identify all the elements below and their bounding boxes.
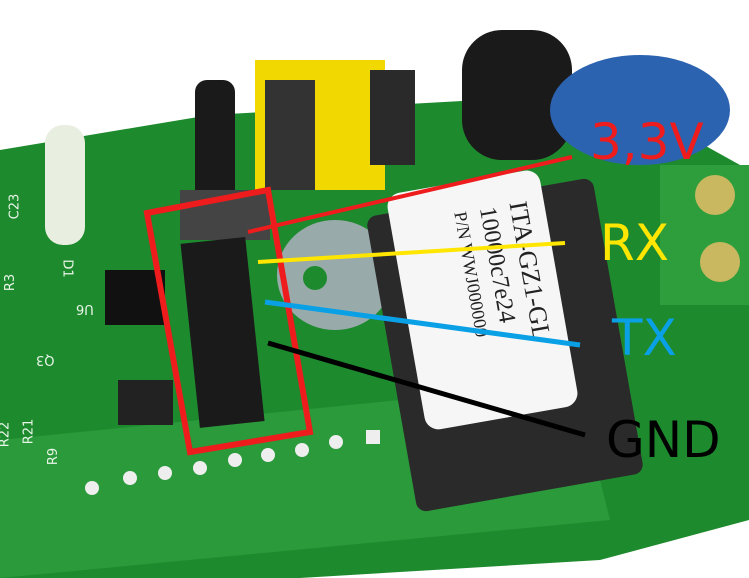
header-highlight-box [143,186,314,456]
label-tx: TX [612,309,677,367]
screw-icon [700,242,740,282]
silk-u6: U6 [76,301,94,316]
label-rx: RX [600,214,669,272]
silk-r9: R9 [46,447,62,466]
silk-q3: Q3 [36,352,55,367]
silk-d1: D1 [59,259,75,278]
chip-u6 [105,270,165,325]
gnd-line [267,340,586,438]
label-gnd: GND [606,411,721,469]
rx-line [257,241,566,264]
silk-r3: R3 [3,273,19,292]
silk-r22: R22 [0,421,13,448]
screw-icon [695,175,735,215]
capacitor [462,30,572,160]
silk-r21: R21 [21,418,37,445]
small-capacitor [277,220,393,330]
silk-c23: C23 [7,193,23,220]
tx-line [264,299,581,348]
pin-header [180,237,265,428]
vcc-line [247,155,573,234]
pcb-lower-panel [0,400,610,578]
led [45,125,85,245]
chip-esp [118,380,173,425]
solder-pads [85,430,380,495]
label-3v3: 3,3V [590,113,704,171]
